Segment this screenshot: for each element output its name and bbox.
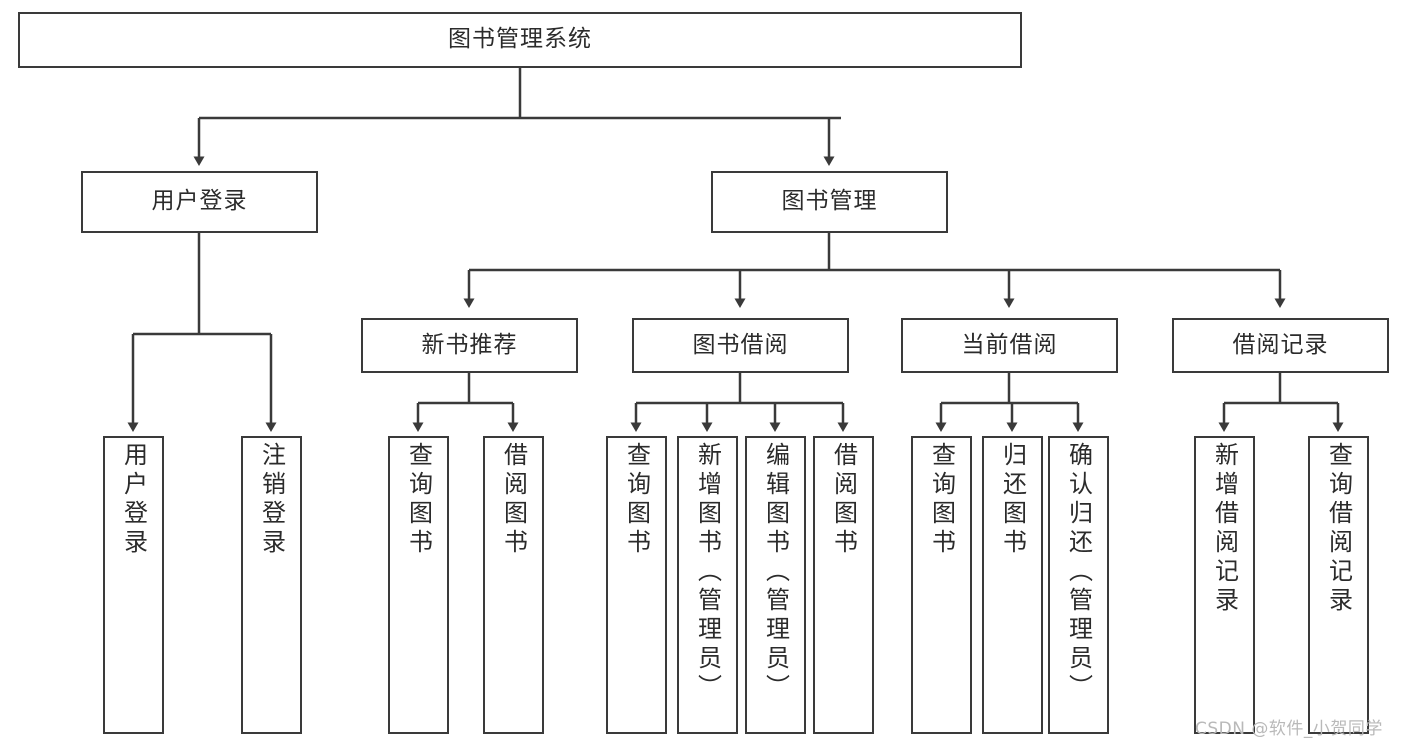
node-label: 编辑图书（管理员） — [761, 442, 790, 703]
node-label: 当前借阅 — [961, 331, 1058, 358]
node-leaf-query-book-1[interactable]: 查询图书 — [388, 436, 449, 734]
node-label: 查询图书 — [622, 442, 651, 558]
node-leaf-query-book-2[interactable]: 查询图书 — [606, 436, 667, 734]
node-label: 图书借阅 — [692, 331, 789, 358]
node-leaf-borrow-book-2[interactable]: 借阅图书 — [813, 436, 874, 734]
node-root-book-management-system[interactable]: 图书管理系统 — [18, 12, 1022, 68]
node-leaf-edit-book[interactable]: 编辑图书（管理员） — [745, 436, 806, 734]
node-label: 图书管理 — [781, 188, 878, 215]
node-label: 确认归还（管理员） — [1064, 442, 1093, 703]
node-leaf-query-book-3[interactable]: 查询图书 — [911, 436, 972, 734]
node-label: 借阅图书 — [499, 442, 528, 558]
node-new-book-recommend[interactable]: 新书推荐 — [361, 318, 578, 373]
node-label: 借阅图书 — [829, 442, 858, 558]
node-label: 用户登录 — [151, 188, 248, 215]
node-leaf-user-login[interactable]: 用户登录 — [103, 436, 164, 734]
node-label: 归还图书 — [998, 442, 1027, 558]
node-label: 借阅记录 — [1232, 331, 1329, 358]
node-label: 新书推荐 — [421, 331, 518, 358]
node-label: 查询借阅记录 — [1324, 442, 1353, 616]
node-label: 图书管理系统 — [448, 26, 592, 53]
node-current-borrow[interactable]: 当前借阅 — [901, 318, 1118, 373]
node-label: 新增图书（管理员） — [693, 442, 722, 703]
node-label: 查询图书 — [404, 442, 433, 558]
node-leaf-user-logout[interactable]: 注销登录 — [241, 436, 302, 734]
node-leaf-add-book[interactable]: 新增图书（管理员） — [677, 436, 738, 734]
node-label: 注销登录 — [257, 442, 286, 558]
node-label: 查询图书 — [927, 442, 956, 558]
watermark: CSDN @软件_小贺同学 — [1195, 719, 1383, 739]
node-leaf-query-record[interactable]: 查询借阅记录 — [1308, 436, 1369, 734]
node-label: 用户登录 — [119, 442, 148, 558]
node-leaf-add-record[interactable]: 新增借阅记录 — [1194, 436, 1255, 734]
node-borrow-record[interactable]: 借阅记录 — [1172, 318, 1389, 373]
node-leaf-confirm-return[interactable]: 确认归还（管理员） — [1048, 436, 1109, 734]
node-leaf-borrow-book-1[interactable]: 借阅图书 — [483, 436, 544, 734]
node-book-borrow[interactable]: 图书借阅 — [632, 318, 849, 373]
node-label: 新增借阅记录 — [1210, 442, 1239, 616]
node-leaf-return-book[interactable]: 归还图书 — [982, 436, 1043, 734]
node-book-manage[interactable]: 图书管理 — [711, 171, 948, 233]
node-user-login[interactable]: 用户登录 — [81, 171, 318, 233]
